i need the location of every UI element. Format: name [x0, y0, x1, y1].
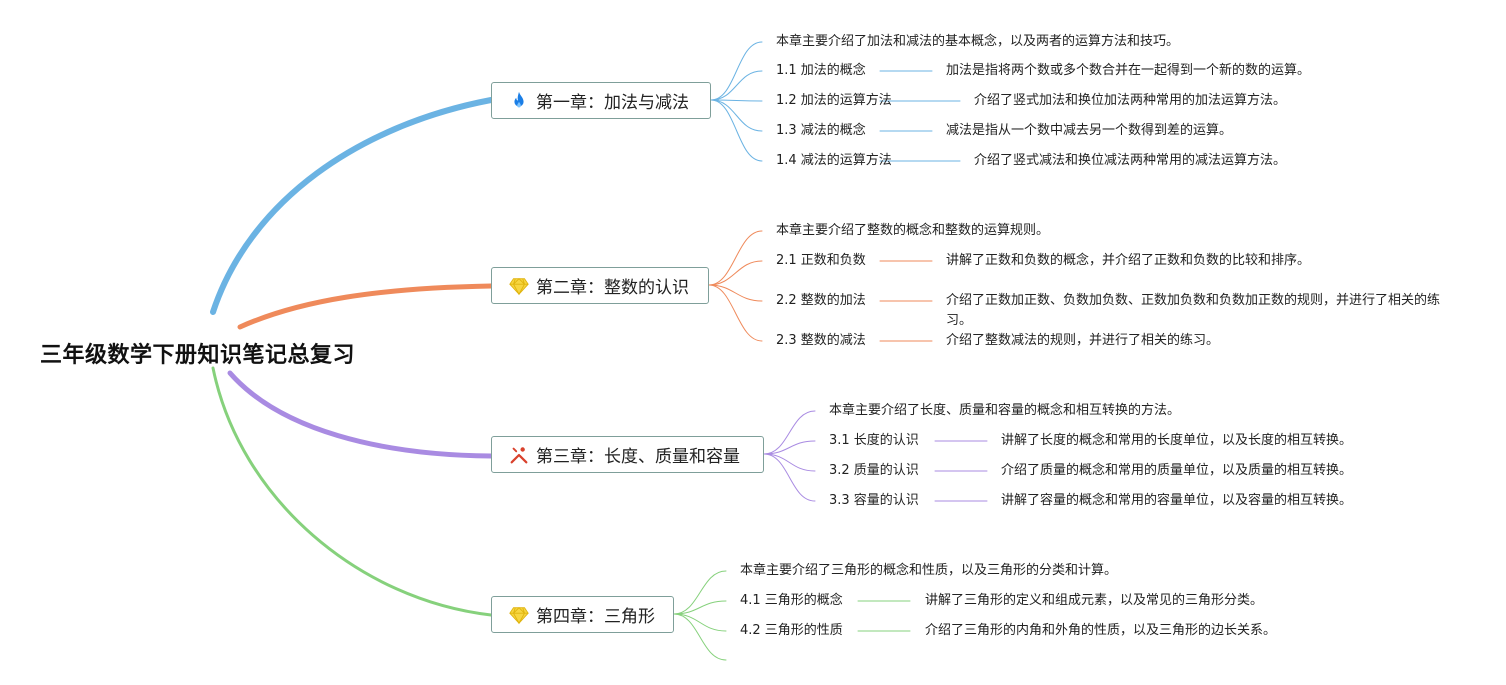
section-desc: 讲解了三角形的定义和组成元素，以及常见的三角形分类。	[925, 593, 1264, 608]
chapter-4-trunk	[211, 366, 493, 617]
section-title: 1.3 减法的概念	[776, 123, 866, 138]
section-title: 1.4 减法的运算方法	[776, 153, 892, 168]
chapter-2-summary: 本章主要介绍了整数的概念和整数的运算规则。	[776, 223, 1050, 238]
section-desc: 讲解了长度的概念和常用的长度单位，以及长度的相互转换。	[1001, 433, 1353, 448]
section-desc: 介绍了质量的概念和常用的质量单位，以及质量的相互转换。	[1001, 463, 1353, 478]
section-desc: 介绍了竖式减法和换位减法两种常用的减法运算方法。	[974, 153, 1287, 168]
chapter-title: 第三章：长度、质量和容量	[536, 447, 740, 467]
section-desc: 介绍了整数减法的规则，并进行了相关的练习。	[946, 333, 1220, 348]
chapter-title: 第一章：加法与减法	[536, 93, 689, 113]
section-title: 3.2 质量的认识	[829, 463, 919, 478]
chapter-title: 第四章：三角形	[536, 607, 655, 627]
section-title: 2.2 整数的加法	[776, 293, 866, 308]
section-title: 2.1 正数和负数	[776, 253, 866, 268]
section-title: 1.2 加法的运算方法	[776, 93, 892, 108]
chapter-3-trunk	[227, 370, 494, 459]
chapter-4-summary: 本章主要介绍了三角形的概念和性质，以及三角形的分类和计算。	[740, 563, 1118, 578]
section-title: 2.3 整数的减法	[776, 333, 866, 348]
section-desc: 讲解了正数和负数的概念，并介绍了正数和负数的比较和排序。	[946, 253, 1311, 268]
section-title: 3.3 容量的认识	[829, 493, 919, 508]
diamond-icon	[508, 275, 530, 297]
section-desc: 介绍了竖式加法和换位加法两种常用的加法运算方法。	[974, 93, 1287, 108]
diamond-icon	[508, 604, 530, 626]
chapter-3-summary: 本章主要介绍了长度、质量和容量的概念和相互转换的方法。	[829, 403, 1181, 418]
section-desc: 减法是指从一个数中减去另一个数得到差的运算。	[946, 123, 1233, 138]
chapter-1-node[interactable]: 第一章：加法与减法	[491, 82, 711, 119]
chapter-2-node[interactable]: 第二章：整数的认识	[491, 267, 709, 304]
section-desc: 加法是指将两个数或多个数合并在一起得到一个新的数的运算。	[946, 63, 1311, 78]
mindmap-root-title: 三年级数学下册知识笔记总复习	[40, 343, 356, 368]
chapter-3-node[interactable]: 第三章：长度、质量和容量	[491, 436, 764, 473]
chapter-2-trunk	[237, 283, 494, 330]
section-title: 1.1 加法的概念	[776, 63, 866, 78]
section-desc: 介绍了三角形的内角和外角的性质，以及三角形的边长关系。	[925, 623, 1277, 638]
fire-icon	[508, 90, 530, 112]
section-desc: 讲解了容量的概念和常用的容量单位，以及容量的相互转换。	[1001, 493, 1353, 508]
section-title: 4.2 三角形的性质	[740, 623, 843, 638]
section-desc: 介绍了正数加正数、负数加负数、正数加负数和负数加正数的规则，并进行了相关的练习。	[946, 293, 1441, 328]
section-title: 4.1 三角形的概念	[740, 593, 843, 608]
chapter-1-summary: 本章主要介绍了加法和减法的基本概念，以及两者的运算方法和技巧。	[776, 34, 1180, 49]
section-title: 3.1 长度的认识	[829, 433, 919, 448]
chapter-4-node[interactable]: 第四章：三角形	[491, 596, 674, 633]
chapter-1-trunk	[210, 97, 494, 315]
tools-icon	[508, 444, 530, 466]
chapter-title: 第二章：整数的认识	[536, 278, 689, 298]
